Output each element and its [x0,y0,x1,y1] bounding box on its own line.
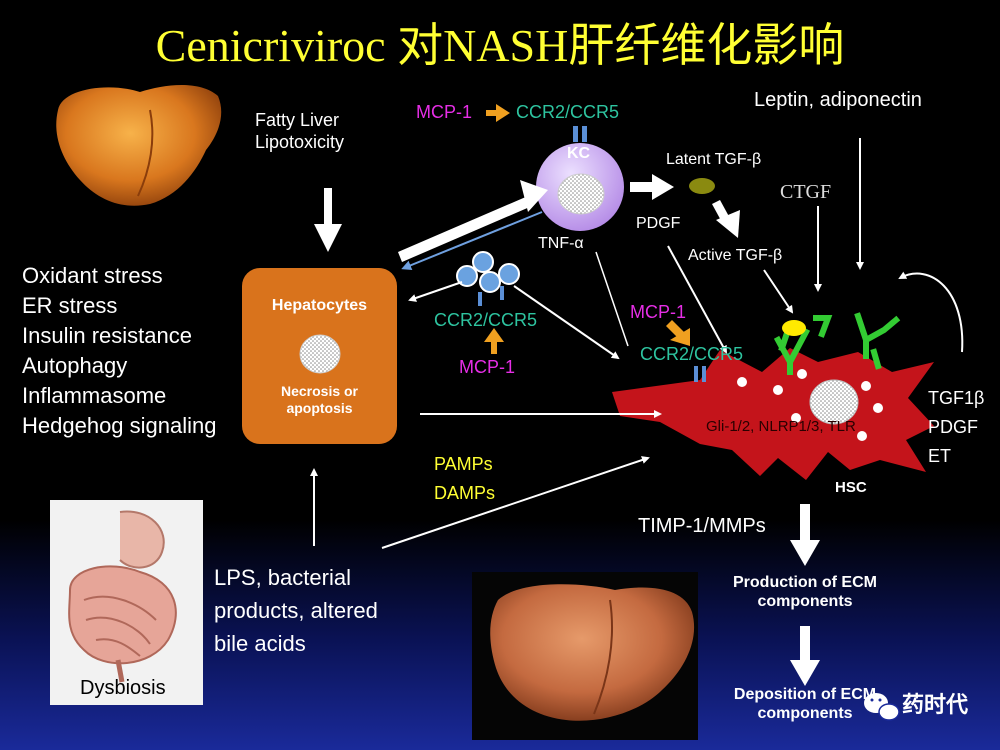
hsc-ccr-receptor [694,366,698,382]
stress-item: Inflammasome [22,383,167,408]
production-label: Production of ECM components [733,574,877,611]
dysbiosis-label: Dysbiosis [80,677,166,699]
active-tgf-arrow [763,269,794,314]
watermark-text: 药时代 [902,692,969,717]
latent-tgf-label: Latent TGF-β [666,151,762,168]
latent-to-active-arrow [712,200,740,238]
gut-illustration [50,500,203,705]
pdgf-arrow [667,245,727,354]
mcp1-left-label: MCP-1 [459,357,516,377]
mcp1-top-label: MCP-1 [416,102,473,122]
timp-label: TIMP-1/MMPs [638,515,766,537]
pdgf-mid-label: PDGF [636,215,681,232]
stress-item: ER stress [22,293,118,318]
monocyte-to-hsc-arrow [513,285,620,360]
lps-label: LPS, bacterial products, altered bile ac… [214,565,378,656]
stress-item: Oxidant stress [22,263,163,288]
tnf-label: TNF-α [538,235,584,252]
ccr-right-label: CCR2/CCR5 [640,344,744,364]
hsc-to-production-arrow [790,504,820,566]
stress-item: Autophagy [22,353,128,378]
production-to-deposition-arrow [790,626,820,686]
hsc-inner-label: Gli-1/2, NLRP1/3, TLR [706,418,856,435]
tnf-line [595,251,629,347]
autocrine-arrow [898,271,964,353]
kc-label: KC [567,145,591,162]
lps-to-hsc-arrow [381,456,650,549]
mcp1-right-arrow [666,320,690,346]
mcp1-top-arrow [486,104,510,122]
hsc-vesicles [737,369,883,441]
hsc-green-receptors [773,312,901,375]
pamps-damps-label: PAMPs DAMPs [434,454,496,503]
monocyte-to-hepatocyte-arrow [408,281,463,302]
tgf-ligand [782,320,806,336]
secreted-factors: TGF1β PDGF ET [928,388,985,466]
latent-tgf-blob [689,178,715,194]
hepatocytes-label: Hepatocytes [271,297,368,314]
necrosis-label: Necrosis or apoptosis [280,383,359,416]
hepatocyte-to-kc-arrow [398,180,548,262]
slide-title: Cenicriviroc 对NASH肝纤维化影响 [155,20,845,71]
monocyte-cluster [456,251,520,306]
hsc-label: HSC [835,479,867,496]
fatty-liver-label: Fatty Liver Lipotoxicity [255,110,345,152]
kc-to-hepatocyte-arrow [401,211,543,271]
fatty-liver-arrow [314,188,342,252]
mcp1-left-arrow [484,328,504,354]
hsc-cell [612,348,934,480]
deposition-label: Deposition of ECM components [733,686,877,723]
hsc-nucleus [809,379,859,425]
kc-to-latent-tgf-arrow [630,174,674,200]
wechat-icon [864,693,900,721]
leptin-label: Leptin, adiponectin [754,89,922,111]
stress-item: Insulin resistance [22,323,192,348]
fibrotic-liver-photo [472,572,698,740]
active-tgf-label: Active TGF-β [688,247,783,264]
hepatocyte-nucleus [299,334,341,374]
fatty-liver-photo [48,80,226,210]
ctgf-label: CTGF [780,181,832,203]
kupffer-cell [536,126,624,231]
ccr-top-label: CCR2/CCR5 [516,102,620,122]
stress-list: Oxidant stress ER stress Insulin resista… [22,261,217,441]
stress-item: Hedgehog signaling [22,413,217,438]
mcp1-right-label: MCP-1 [630,302,687,322]
ccr-left-label: CCR2/CCR5 [434,310,538,330]
